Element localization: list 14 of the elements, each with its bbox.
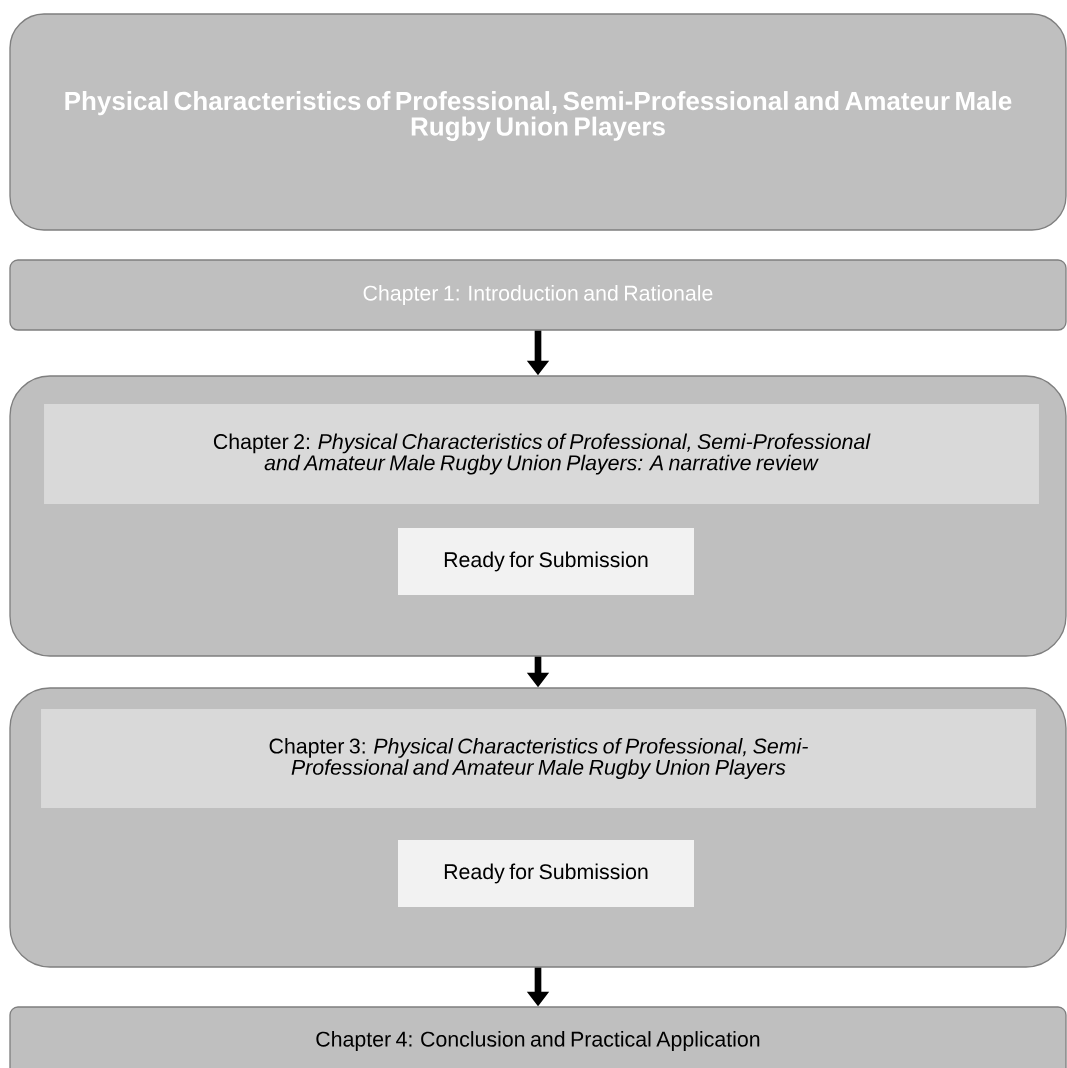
title-box [9,13,1067,231]
chapter-title-band-text: Chapter 3: Physical Characteristics of Professional, Semi-Professional and Amateur Male Rugby Union Players [269,737,808,780]
status-box-text: Ready for Submission [444,551,648,572]
chapter-title-band [41,709,1036,808]
chapter-box [9,259,1067,331]
title-box-text: Physical Characteristics of Professional, Semi-Professional and Amateur Male Rugby Union Players [65,91,1012,141]
chapter-box-text: Chapter 1: Introduction and Rationale [363,285,713,305]
status-box [398,528,694,595]
chapter-box [9,1006,1067,1068]
chapter-title-band-text: Chapter 2: Physical Characteristics of Professional, Semi-Professional and Amateur Male Rugby Union Players: A narrative review [213,433,871,475]
status-box-text: Ready for Submission [444,863,648,884]
status-box [398,840,694,907]
chapter-title-band [44,404,1039,504]
chapter-box-text: Chapter 4: Conclusion and Practical Application [316,1031,760,1051]
